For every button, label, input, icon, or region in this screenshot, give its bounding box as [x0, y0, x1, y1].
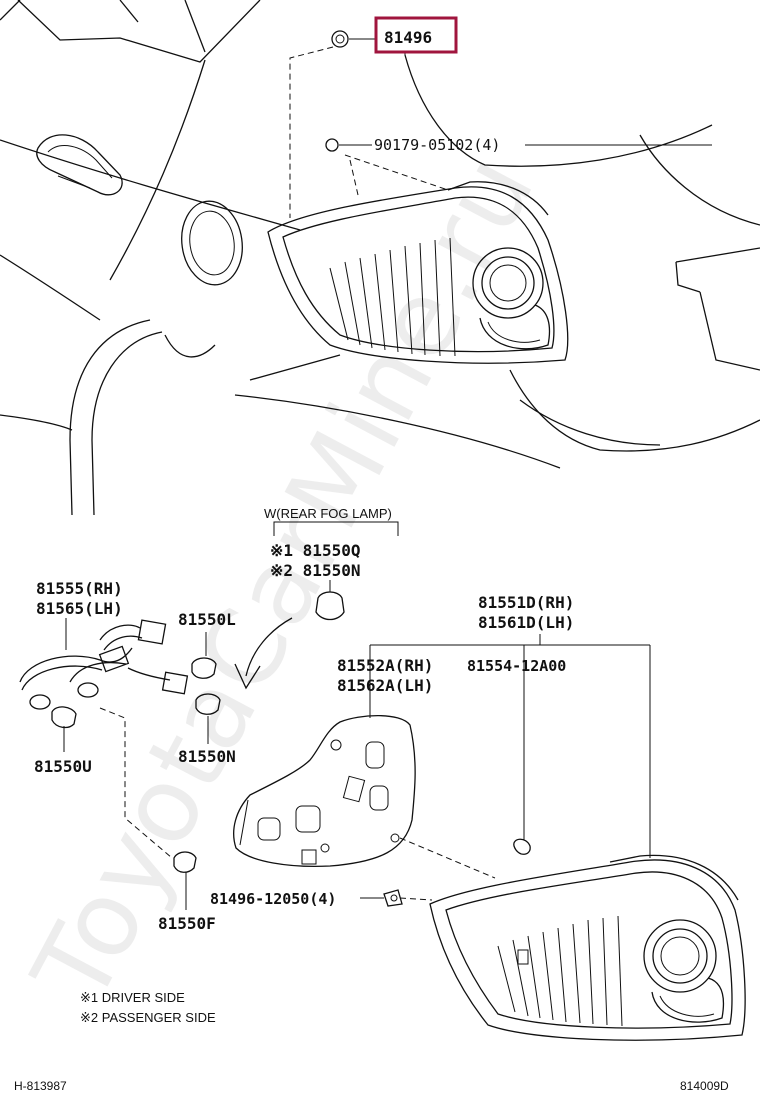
- lamp-housing-plate: [233, 715, 416, 867]
- label-81551d-rh[interactable]: 81551D(RH): [478, 593, 574, 612]
- fuel-cap: [181, 200, 243, 286]
- label-81550n[interactable]: 81550N: [178, 747, 236, 766]
- note-driver-side: ※1 DRIVER SIDE: [80, 990, 185, 1005]
- lamp-ribs: [329, 237, 456, 357]
- label-fog-lamp-header: W(REAR FOG LAMP): [264, 506, 392, 521]
- label-81554-12a00[interactable]: 81554-12A00: [467, 657, 566, 675]
- bulb-81550n: [195, 693, 221, 744]
- label-81550f[interactable]: 81550F: [158, 914, 216, 933]
- wire-harness: [19, 619, 189, 710]
- bulb-81550l: [191, 632, 217, 679]
- washer-81554: [513, 838, 531, 855]
- highlight-box-81496: [374, 16, 458, 54]
- label-81550q[interactable]: ※1 81550Q: [270, 541, 360, 560]
- label-81550l[interactable]: 81550L: [178, 610, 236, 629]
- label-81561d-lh[interactable]: 81561D(LH): [478, 613, 574, 632]
- bulb-81550f: [173, 851, 197, 910]
- diagram-code-right: 814009D: [680, 1079, 729, 1093]
- label-81496[interactable]: 81496: [384, 28, 432, 47]
- label-81562a-lh[interactable]: 81562A(LH): [337, 676, 433, 695]
- tail-lamp-installed: [267, 181, 569, 364]
- label-81550u[interactable]: 81550U: [34, 757, 92, 776]
- tail-lamp-exploded: [429, 854, 746, 1041]
- exploded-lamp-ribs: [497, 915, 623, 1027]
- diagram-code-left: H-813987: [14, 1079, 67, 1093]
- label-81550n-fog[interactable]: ※2 81550N: [270, 561, 360, 580]
- screw-81496-12050: [360, 889, 403, 907]
- nut-90179: [325, 138, 712, 152]
- curved-arrow: [234, 617, 293, 690]
- fog-lamp-bulb: [315, 580, 345, 621]
- nut-81496: [331, 30, 375, 48]
- label-81565-lh[interactable]: 81565(LH): [36, 599, 123, 618]
- label-81552a-rh[interactable]: 81552A(RH): [337, 656, 433, 675]
- bulb-81550u: [51, 706, 77, 752]
- vehicle-body-outline: [0, 0, 760, 516]
- label-81496-12050[interactable]: 81496-12050(4): [210, 890, 336, 908]
- note-passenger-side: ※2 PASSENGER SIDE: [80, 1010, 216, 1025]
- door-handle: [36, 134, 123, 196]
- label-81555-rh[interactable]: 81555(RH): [36, 579, 123, 598]
- label-90179-05102[interactable]: 90179-05102(4): [374, 136, 500, 154]
